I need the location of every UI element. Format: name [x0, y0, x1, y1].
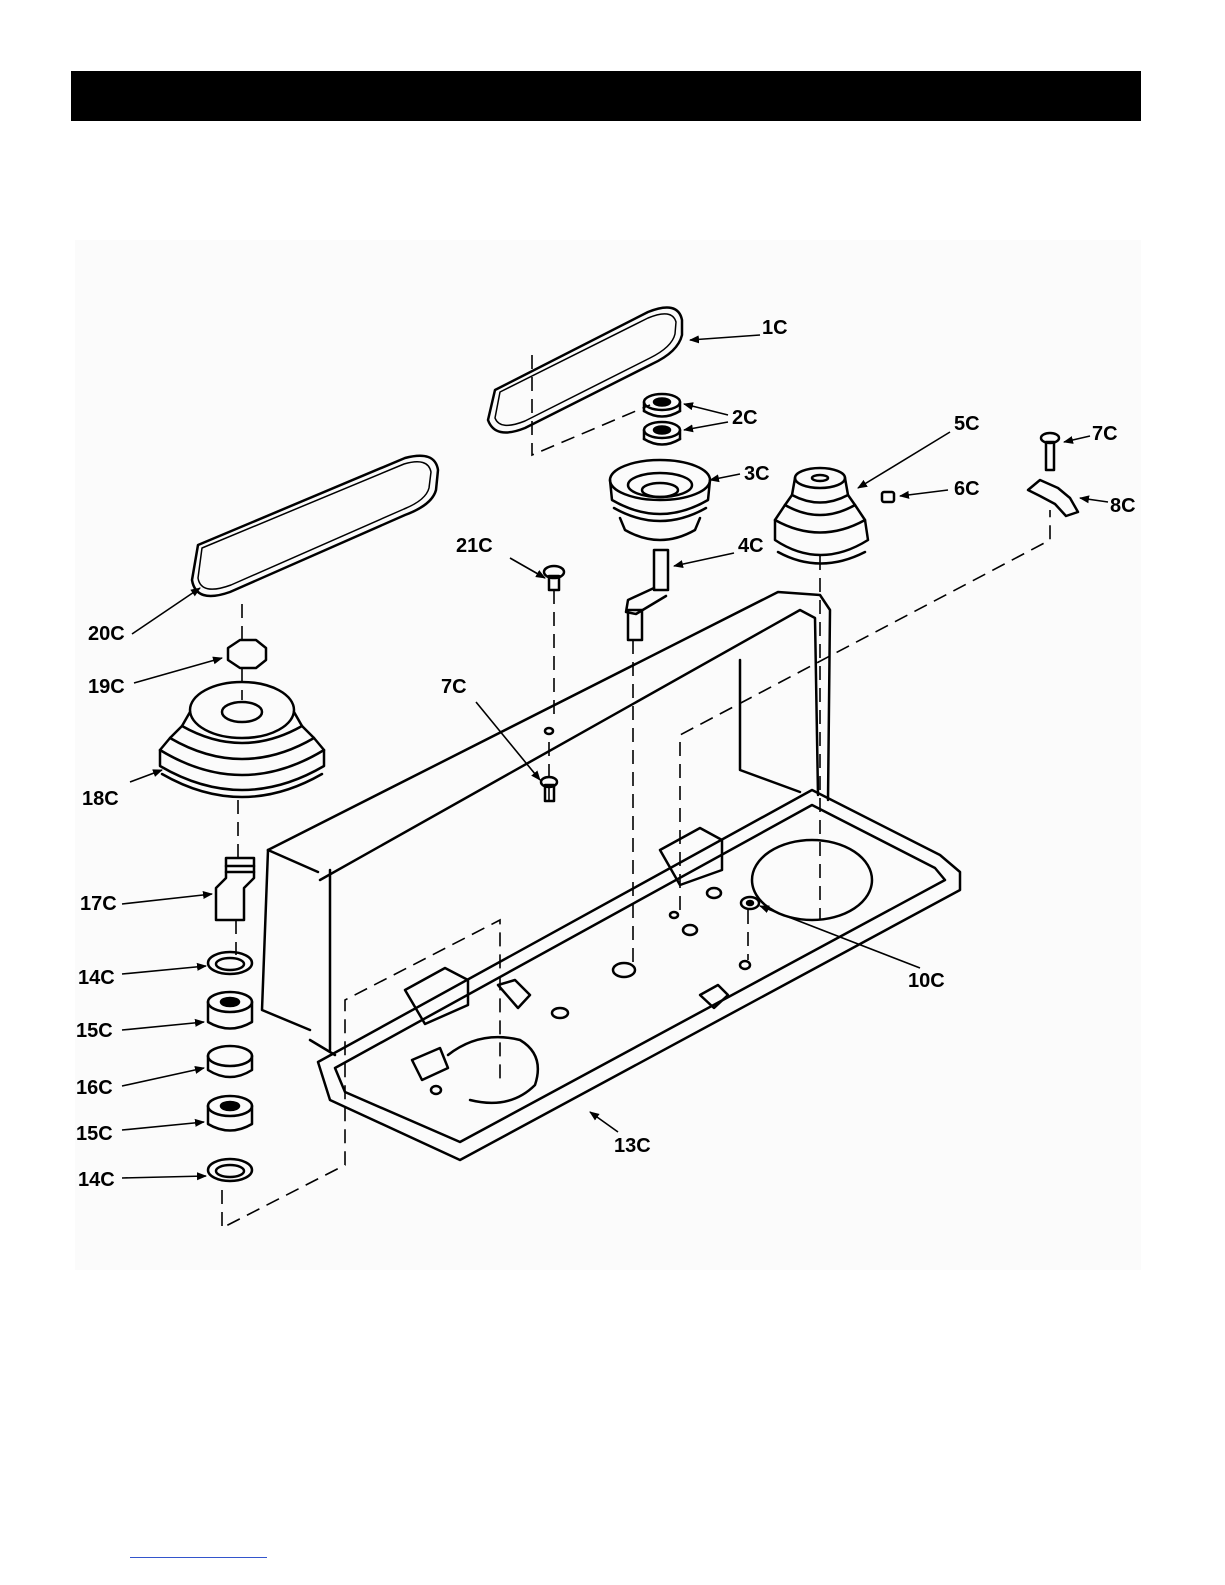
belt-1c-part: [488, 308, 682, 433]
label-2c: 2C: [732, 407, 758, 429]
clip-8c-part: [1028, 480, 1078, 516]
bearing-15c-top-part: [208, 992, 252, 1029]
part-labels: 1C 2C 3C 5C 6C 7C 8C 4C 21C 20C 19C 7C 1…: [76, 317, 1136, 1191]
assembly-guide-lines: [222, 355, 1050, 1228]
ring-14c-bottom-part: [208, 1159, 252, 1181]
label-15c-top: 15C: [76, 1020, 113, 1042]
label-17c: 17C: [80, 893, 117, 915]
bearing-15c-bottom-part: [208, 1096, 252, 1131]
washer-10c-part: [741, 897, 759, 909]
label-21c: 21C: [456, 535, 493, 557]
label-4c: 4C: [738, 535, 764, 557]
label-20c: 20C: [88, 623, 125, 645]
label-3c: 3C: [744, 463, 770, 485]
label-8c: 8C: [1110, 495, 1136, 517]
housing-13c-part: [262, 592, 960, 1160]
label-1c: 1C: [762, 317, 788, 339]
spindle-4c-part: [626, 550, 668, 640]
label-7c-top: 7C: [1092, 423, 1118, 445]
label-15c-bottom: 15C: [76, 1123, 113, 1145]
spacer-16c-part: [208, 1046, 252, 1077]
label-14c-top: 14C: [78, 967, 115, 989]
pulley-3c-part: [610, 460, 710, 540]
label-5c: 5C: [954, 413, 980, 435]
label-10c: 10C: [908, 970, 945, 992]
pulley-5c-part: [775, 468, 868, 564]
ring-14c-top-part: [208, 952, 252, 974]
label-13c: 13C: [614, 1135, 651, 1157]
set-screw-6c-part: [882, 492, 894, 502]
label-16c: 16C: [76, 1077, 113, 1099]
spindle-17c-part: [216, 858, 254, 920]
label-14c-bottom: 14C: [78, 1169, 115, 1191]
footer-link-underline: [130, 1557, 267, 1558]
label-19c: 19C: [88, 676, 125, 698]
belt-20c-part: [192, 456, 438, 596]
screw-21c-part: [544, 566, 564, 590]
nut-19c-part: [228, 640, 266, 668]
label-7c-mid: 7C: [441, 676, 467, 698]
screw-7c-top-part: [1041, 433, 1059, 470]
bearings-2c-part: [644, 394, 680, 445]
label-6c: 6C: [954, 478, 980, 500]
label-18c: 18C: [82, 788, 119, 810]
